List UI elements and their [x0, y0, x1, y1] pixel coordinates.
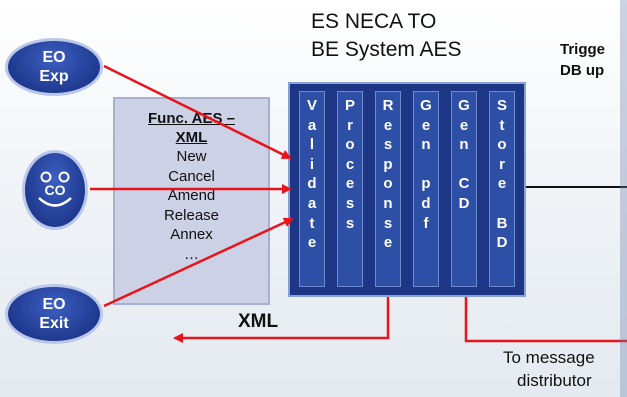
- step-letter: G: [458, 97, 470, 114]
- function-item-more: …: [184, 245, 199, 263]
- step-letter: D: [458, 194, 470, 212]
- actor-co: CO: [22, 150, 88, 230]
- step-letter: i: [309, 155, 315, 173]
- step-letter: p: [421, 175, 431, 193]
- function-item-new: New: [176, 148, 207, 165]
- step-letter: o: [383, 175, 393, 193]
- function-item-cancel: Cancel: [168, 167, 215, 185]
- right-edge-shade: [620, 0, 627, 397]
- actor-eo-exp: EO Exp: [5, 38, 103, 96]
- arrow-response-to-xml: [173, 297, 390, 343]
- actor-eo-exit-line1: EO: [42, 296, 66, 313]
- function-item-amend: Amend: [167, 187, 216, 204]
- line-gen-cd-to-distributor: [464, 297, 627, 343]
- step-letter: d: [307, 175, 317, 193]
- to-message-label-line2: distributor: [517, 371, 592, 390]
- step-letter: e: [383, 116, 393, 134]
- trigger-label-line1: Trigge: [560, 41, 606, 58]
- diagram-title-line2: BE System AES: [311, 38, 462, 61]
- step-letter: n: [421, 136, 431, 154]
- step-letter: r: [347, 116, 353, 134]
- step-letter: s: [383, 214, 393, 232]
- step-letter: n: [459, 136, 469, 154]
- step-letter: e: [345, 175, 355, 193]
- function-box-title-line2: XML: [175, 129, 208, 146]
- step-letter: s: [345, 194, 355, 212]
- to-message-label-line1: To message: [503, 348, 595, 367]
- step-letter: s: [345, 214, 355, 232]
- step-letter: a: [307, 194, 317, 212]
- step-letter: e: [383, 234, 393, 252]
- step-letter: B: [496, 214, 508, 232]
- arrow-eo-exp-to-validate: [103, 64, 292, 160]
- step-letter: R: [382, 97, 394, 114]
- step-letter: o: [345, 136, 355, 154]
- smiley-face-icon: CO: [38, 171, 72, 207]
- actor-eo-exp-line1: EO: [42, 49, 66, 66]
- step-letter: f: [423, 214, 429, 232]
- step-letter: e: [497, 175, 507, 193]
- function-box-title-line1: Func. AES –: [148, 110, 235, 127]
- step-letter: C: [458, 175, 470, 193]
- diagram-title-line1: ES NECA TO: [311, 10, 437, 33]
- xml-output-label: XML: [238, 311, 279, 332]
- step-letter: p: [383, 155, 393, 173]
- trigger-label-line2: DB up: [560, 62, 605, 79]
- step-letter: t: [499, 116, 505, 134]
- actor-eo-exit-line2: Exit: [39, 315, 69, 332]
- step-letter: G: [420, 97, 432, 114]
- step-letter: l: [309, 136, 315, 154]
- step-letter: d: [421, 194, 431, 212]
- step-letter: t: [309, 214, 315, 232]
- actor-co-text: CO: [45, 182, 66, 198]
- step-letter: e: [459, 116, 469, 134]
- step-letter: e: [307, 234, 317, 252]
- step-letter: V: [306, 97, 317, 114]
- function-box: Func. AES – XML New Cancel Amend Release…: [113, 97, 270, 305]
- step-letter: o: [497, 136, 507, 154]
- step-letter: r: [499, 155, 505, 173]
- step-letter: P: [344, 97, 355, 114]
- step-letter: a: [307, 116, 317, 134]
- actor-eo-exit: EO Exit: [5, 284, 103, 344]
- step-letter: D: [496, 234, 508, 252]
- step-letter: e: [421, 116, 431, 134]
- function-item-annex: Annex: [170, 226, 213, 243]
- step-letter: c: [345, 155, 355, 173]
- step-letter: n: [383, 194, 393, 212]
- arrow-eo-exit-to-validate: [103, 217, 294, 308]
- step-letter: S: [496, 97, 507, 114]
- actor-eo-exp-line2: Exp: [39, 68, 69, 85]
- step-letter: s: [383, 136, 393, 154]
- function-item-release: Release: [163, 206, 220, 224]
